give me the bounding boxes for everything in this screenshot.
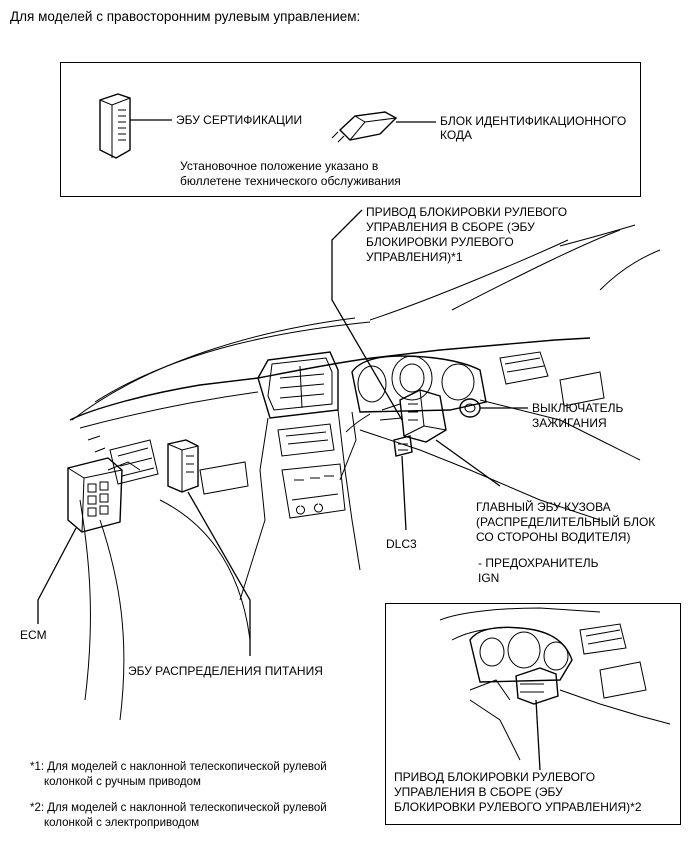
ignition-switch-label-line2: ЗАЖИГАНИЯ [532,416,607,430]
steering-lock-actuator-icon [345,389,447,443]
page-title: Для моделей с правосторонним рулевым упр… [10,9,361,24]
id-box-label-line2: КОДА [440,128,473,142]
steering-lock-label-line1: ПРИВОД БЛОКИРОВКИ РУЛЕВОГО [366,205,568,219]
top-panel [60,62,641,197]
dlc3-label: DLC3 [386,537,417,551]
inset-label-line3: БЛОКИРОВКИ РУЛЕВОГО УПРАВЛЕНИЯ)*2 [394,800,642,814]
fuse-label-line1: - ПРЕДОХРАНИТЕЛЬ [478,556,599,570]
ecm-label: ECM [20,628,47,642]
ignition-switch-label-line1: ВЫКЛЮЧАТЕЛЬ [532,401,624,415]
install-note-line1: Установочное положение указано в [180,159,379,173]
inset-label-line2: УПРАВЛЕНИЯ В СБОРЕ (ЭБУ [394,785,563,799]
footnote-2-line1: *2: Для моделей с наклонной телескопичес… [30,802,327,814]
power-distribution-ecu-icon [167,439,251,656]
cert-ecu-label: ЭБУ СЕРТИФИКАЦИИ [176,113,303,127]
footnote-1-line1: *1: Для моделей с наклонной телескопичес… [30,761,327,773]
main-body-ecu-label-line1: ГЛАВНЫЙ ЭБУ КУЗОВА [476,500,611,514]
ignition-switch-icon [459,398,528,418]
main-body-ecu-label-line2: (РАСПРЕДЕЛИТЕЛЬНЫЙ БЛОК [476,515,656,529]
id-box-label-line1: БЛОК ИДЕНТИФИКАЦИОННОГО [440,114,627,128]
id-code-box-icon [331,111,436,143]
footnote-1-line2: колонкой с ручным приводом [44,776,201,788]
inset-panel [385,603,681,825]
inset-cluster-drawing [439,607,671,771]
dlc3-connector-icon [393,435,413,531]
fuse-label-line2: IGN [478,571,500,585]
certification-ecu-icon [99,93,172,159]
ecm-icon [37,457,141,624]
install-note-line2: бюллетене технического обслуживания [180,174,401,188]
inset-label-line1: ПРИВОД БЛОКИРОВКИ РУЛЕВОГО [394,770,596,784]
steering-lock-label-line4: УПРАВЛЕНИЯ)*1 [366,250,463,264]
main-body-ecu-label-line3: СО СТОРОНЫ ВОДИТЕЛЯ) [476,530,631,544]
power-dist-ecu-label: ЭБУ РАСПРЕДЕЛЕНИЯ ПИТАНИЯ [128,664,323,678]
footnote-2-line2: колонкой с электроприводом [44,817,200,829]
steering-lock-label-line3: БЛОКИРОВКИ РУЛЕВОГО [366,235,514,249]
steering-lock-label-line2: УПРАВЛЕНИЯ В СБОРЕ (ЭБУ [366,220,535,234]
